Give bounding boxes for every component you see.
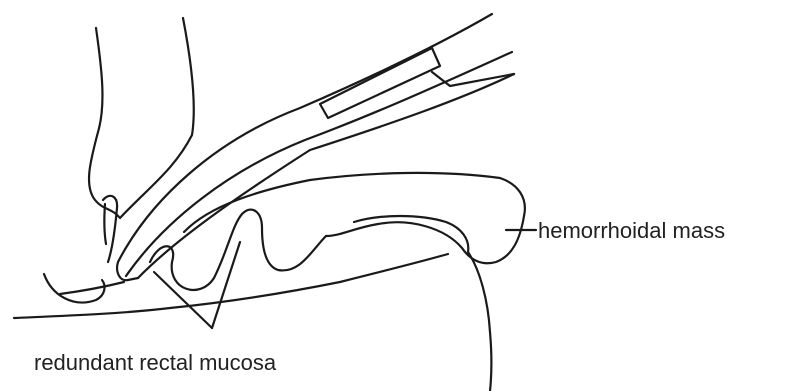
suture-needle-tip xyxy=(104,204,106,244)
rectal-wall xyxy=(14,254,448,318)
instrument-upper-edge xyxy=(118,14,492,262)
lower-mucosa-line xyxy=(60,282,124,294)
finger-outline xyxy=(89,18,194,218)
redundant-rectal-mucosa-label: redundant rectal mucosa xyxy=(34,350,277,375)
hemorrhoidal-mass-outline xyxy=(184,173,525,263)
anal-verge-line xyxy=(468,252,492,391)
hemorrhoidal-mass-inner xyxy=(354,216,468,252)
instrument-window xyxy=(320,48,440,118)
mucosa-leader-left xyxy=(154,272,212,328)
hemorrhoidal-mass-label: hemorrhoidal mass xyxy=(538,218,725,243)
mucosa-leader-right xyxy=(212,242,240,328)
